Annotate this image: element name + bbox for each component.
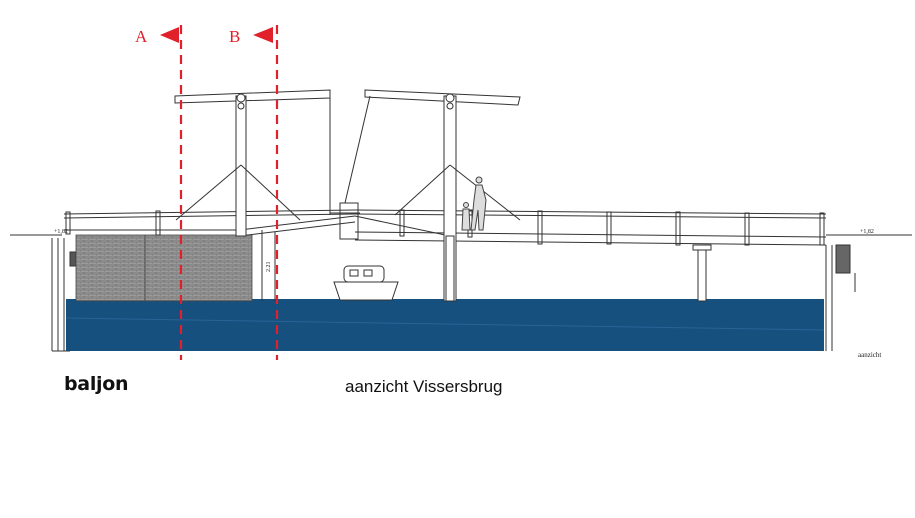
section-line-b: B [229, 25, 279, 360]
brick-abutment [75, 234, 253, 302]
level-label-right: +1,82 [860, 229, 874, 235]
section-line-a: A [135, 25, 183, 360]
clearance-label: 2.21 [266, 262, 272, 273]
boat-silhouette [333, 265, 399, 301]
view-label: aanzicht [858, 351, 881, 359]
bridge-piers [261, 230, 712, 302]
fixed-bridge-deck [354, 209, 827, 246]
drawing-caption: aanzicht Vissersbrug [345, 377, 503, 396]
section-label-b: B [229, 27, 240, 46]
canal-water [66, 299, 824, 351]
bascule-leaves [63, 202, 451, 240]
left-quay-wall [10, 234, 77, 352]
level-label-left: +1,82 [54, 229, 68, 235]
brand-logo: baljon [64, 373, 129, 395]
right-quay-wall [825, 234, 912, 351]
section-label-a: A [135, 27, 148, 46]
pedestrian-figure [461, 176, 487, 231]
